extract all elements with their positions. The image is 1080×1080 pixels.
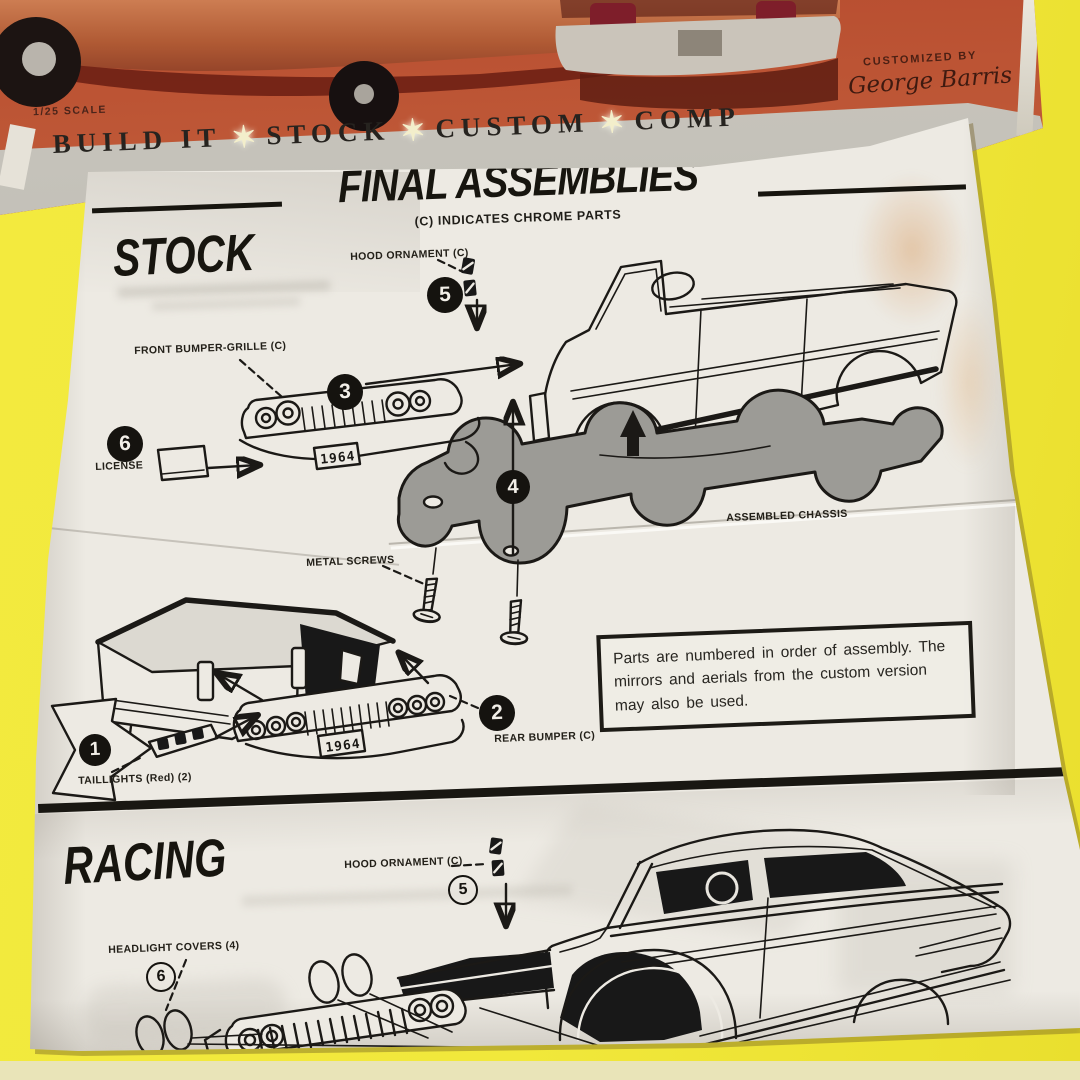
metal-screw-icon [499,599,529,646]
box-car-illustration [0,0,841,131]
hood-ornament-part [463,279,477,297]
starburst-icon: ✶ [399,114,427,149]
paper-stain [938,295,1000,470]
step-number: 6 [118,431,132,456]
box-front-wheel [0,17,81,107]
racing-car-drawing [396,828,1012,1051]
step-number: 3 [338,379,352,404]
box-chrome-bumper [555,16,841,76]
banner-custom: CUSTOM [434,107,590,144]
rear-bumper-drawing: 1964 [232,674,465,760]
assembly-arrows [206,298,518,924]
taillight-part [147,723,219,758]
license-plate-year: 1964 [325,737,362,756]
step-number: 2 [490,700,504,725]
license-plate-part [156,444,210,482]
hood-ornament-part [491,859,505,877]
hood-ornament-part [461,257,475,275]
metal-screw-icon [412,577,441,624]
starburst-icon: ✶ [598,106,626,141]
step-number: 4 [507,475,519,498]
paper-stain [856,172,968,327]
scale-label: 1/25 SCALE [32,103,108,119]
assembly-note-box: Parts are numbered in order of assembly.… [596,620,976,732]
hood-ornament-part [489,837,503,855]
pointer-lines [187,993,561,1049]
step-number: 5 [438,282,452,307]
box-rear-wheel [329,61,399,131]
starburst-icon: ✶ [230,120,258,155]
step-number: 6 [156,967,166,986]
license-label: LICENSE [95,459,144,473]
banner-comp: COMP [633,101,742,136]
label-leader-lines [110,258,488,1012]
background-bottom-strip [0,1061,1080,1080]
license-plate-year: 1964 [320,449,357,468]
step-number: 1 [89,738,101,761]
up-arrow-icon [620,410,646,456]
headlight-covers-parts [135,953,373,1051]
racing-section-heading: RACING [61,828,228,896]
stock-section-heading: STOCK [111,223,256,288]
assembled-chassis-silhouette [396,388,944,565]
step-number: 5 [458,880,468,899]
banner-build-it: BUILD IT [52,122,222,159]
banner-stock: STOCK [265,115,391,151]
